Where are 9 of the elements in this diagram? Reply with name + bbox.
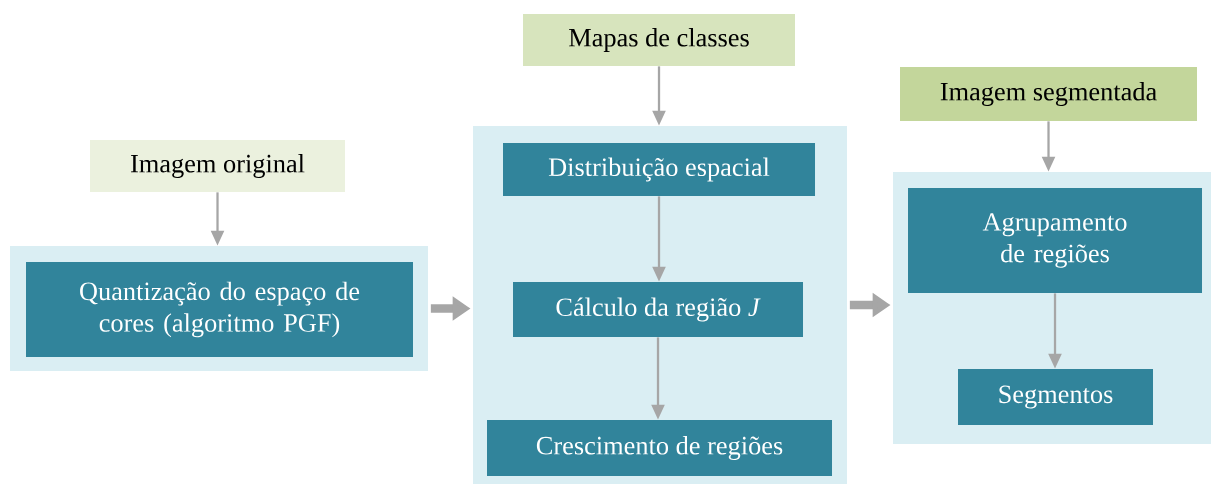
- process-box: Quantização do espaço de cores (algoritmo PGF): [26, 262, 413, 357]
- input-box: Mapas de classes: [523, 14, 795, 66]
- process-box: Segmentos: [958, 369, 1153, 425]
- process-box: Distribuição espacial: [503, 143, 815, 196]
- process-box: Crescimento de regiões: [487, 420, 832, 476]
- input-box: Imagem segmentada: [900, 67, 1197, 121]
- process-box: Agrupamento de regiões: [908, 188, 1202, 293]
- input-box: Imagem original: [90, 140, 345, 192]
- process-box: Cálculo da região J: [513, 282, 803, 337]
